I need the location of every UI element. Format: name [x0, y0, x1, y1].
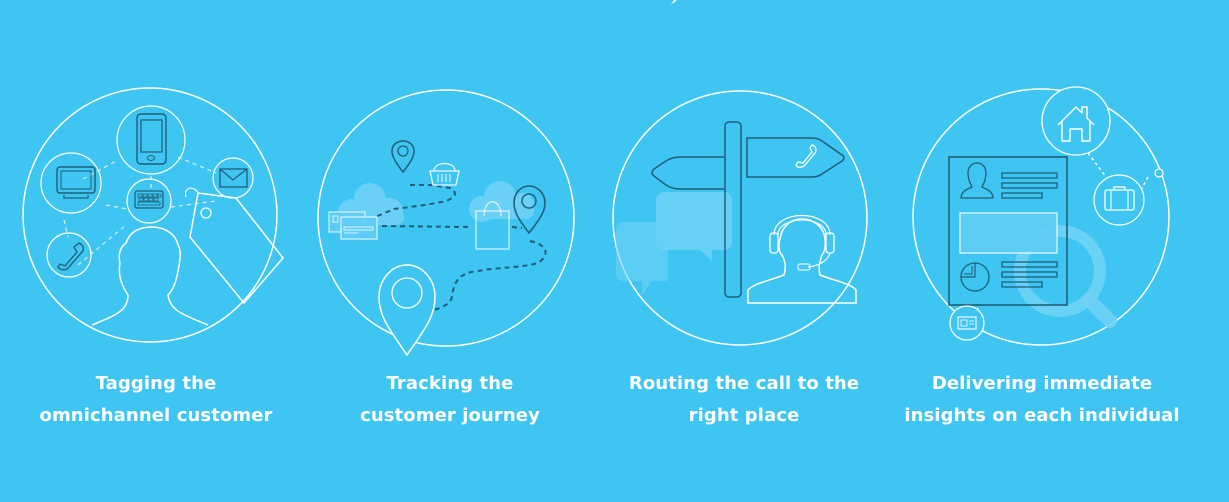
- caption-line-1: Tracking the: [386, 373, 514, 394]
- feature-caption: Tagging the omnichannel customer: [0, 368, 326, 432]
- caption-line-2: right place: [688, 405, 800, 426]
- caption-line-1: Delivering immediate: [931, 373, 1153, 394]
- caption-line-1: Tagging the: [95, 373, 217, 394]
- caption-line-2: omnichannel customer: [39, 405, 273, 426]
- cropped-heading-fragment: [666, 0, 683, 4]
- caption-line-2: insights on each individual: [904, 405, 1180, 426]
- signpost-agent-icon: [612, 90, 868, 346]
- feature-caption: Delivering immediate insights on each in…: [872, 368, 1212, 432]
- omnichannel-customer-icon: [22, 87, 284, 343]
- profile-document-magnifier-icon: [912, 86, 1170, 346]
- feature-caption: Routing the call to the right place: [574, 368, 914, 432]
- caption-line-2: customer journey: [360, 405, 540, 426]
- feature-caption: Tracking the customer journey: [280, 368, 620, 432]
- customer-journey-map-icon: [317, 89, 575, 357]
- caption-line-1: Routing the call to the: [628, 373, 860, 394]
